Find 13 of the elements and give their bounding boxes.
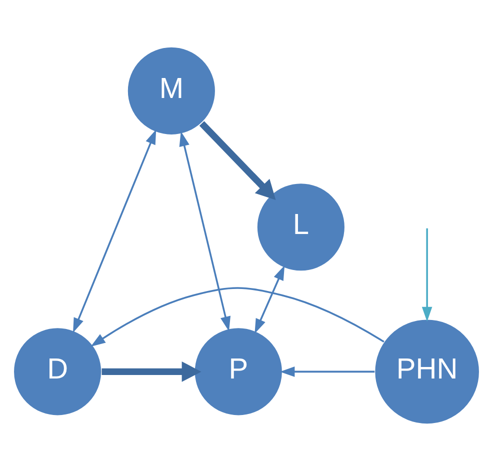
arrow — [72, 129, 156, 333]
arrow — [198, 121, 276, 200]
arrow — [254, 265, 284, 334]
arrow — [178, 131, 230, 332]
node-circle: L — [256, 182, 346, 272]
arrow — [421, 228, 432, 322]
arrow — [101, 361, 201, 382]
arrow — [90, 287, 384, 347]
arrow — [279, 366, 374, 377]
node-circle: PHN — [374, 318, 480, 425]
node-circle: M — [126, 46, 216, 136]
node-circle: P — [193, 327, 283, 416]
node-circle: D — [12, 327, 102, 416]
